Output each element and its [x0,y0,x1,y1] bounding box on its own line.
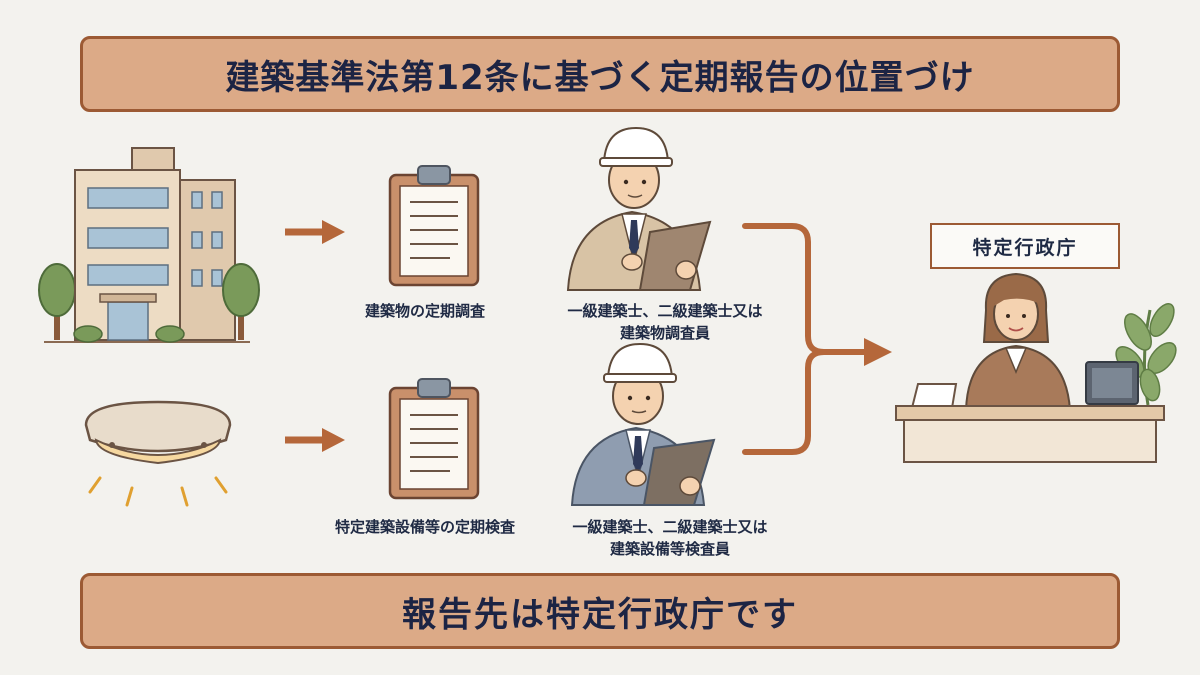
inspector-label-line1: 一級建築士、二級建築士又は [567,302,763,320]
report-label-text: 建築物の定期調査 [364,302,485,320]
footer-text: 報告先は特定行政庁です [402,594,798,635]
inspector-label-line1: 一級建築士、二級建築士又は [572,518,768,536]
inspector-label-line2: 建築設備等検査員 [609,540,730,558]
report-label-building: 建築物の定期調査 [330,300,520,322]
footer-banner: 報告先は特定行政庁です [80,573,1120,649]
inspector-label-equipment: 一級建築士、二級建築士又は 建築設備等検査員 [545,516,795,560]
report-label-text: 特定建築設備等の定期検査 [334,518,515,536]
inspector-icon [566,126,712,291]
report-label-equipment: 特定建築設備等の定期検査 [300,516,550,538]
clipboard-icon [388,165,480,287]
page-title: 建築基準法第12条に基づく定期報告の位置づけ [225,57,975,98]
government-label: 特定行政庁 [972,236,1078,259]
flow-arrow-2 [285,428,345,452]
merge-arrow [742,223,871,455]
inspector-icon [570,342,716,506]
government-officer-icon [895,272,1177,463]
ceiling-light-icon [84,400,232,507]
inspector-label-building: 一級建築士、二級建築士又は 建築物調査員 [540,300,790,344]
title-banner: 建築基準法第12条に基づく定期報告の位置づけ [80,36,1120,112]
merge-arrow-head [864,338,892,366]
government-label-box: 特定行政庁 [930,223,1120,269]
clipboard-icon [388,378,480,500]
inspector-label-line2: 建築物調査員 [619,324,710,342]
flow-arrow-1 [285,220,345,244]
building-icon [38,147,260,343]
